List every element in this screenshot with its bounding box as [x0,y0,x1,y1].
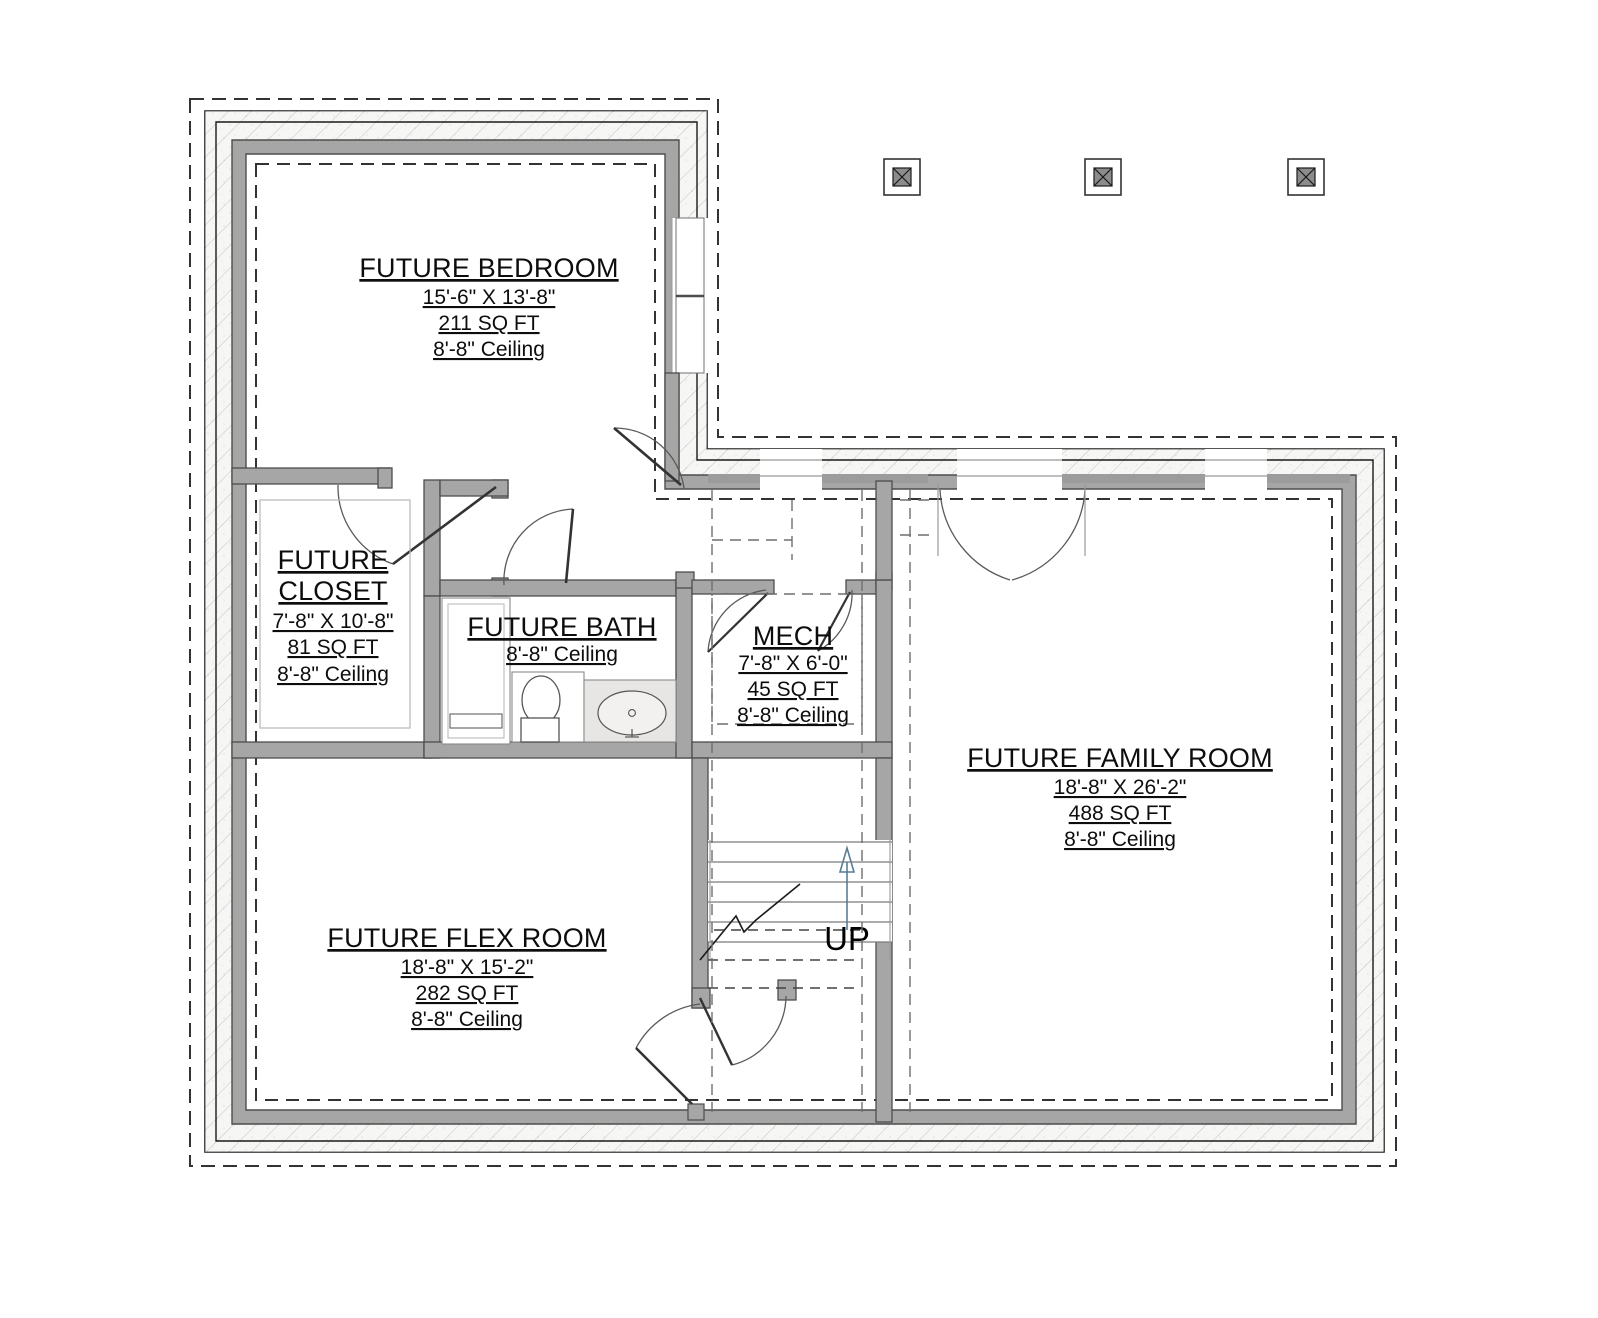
column-pier-symbol [1084,158,1122,196]
room-label-closet: FUTURE CLOSET 7'-8" X 10'-8" 81 SQ FT 8'… [273,545,394,686]
toilet-fixture [511,671,585,743]
interior-walls [231,372,893,1123]
room-label-bedroom: FUTURE BEDROOM 15'-6" X 13'-8" 211 SQ FT… [359,253,618,361]
room-ceiling: 8'-8" Ceiling [737,704,849,727]
door-family-double [937,484,1086,581]
room-ceiling: 8'-8" Ceiling [1064,828,1176,851]
room-area: 488 SQ FT [1069,802,1172,825]
room-area: 81 SQ FT [287,636,378,659]
closet-shelf [259,499,411,729]
door-stair-bottom [698,995,787,1066]
door-swings [337,427,1086,1121]
room-dimensions: 18'-8" X 26'-2" [1054,776,1187,799]
room-title-line1: FUTURE [278,545,389,575]
window-header-strips [708,474,1350,483]
room-title: FUTURE BATH [467,612,656,642]
utility-dashed-lines [711,490,935,1112]
room-title: MECH [753,621,833,651]
room-label-family: FUTURE FAMILY ROOM 18'-8" X 26'-2" 488 S… [967,743,1273,851]
room-label-flex: FUTURE FLEX ROOM 18'-8" X 15'-2" 282 SQ … [327,923,606,1031]
door-bedroom [613,427,685,489]
window-bedroom-east [671,217,708,374]
room-ceiling: 8'-8" Ceiling [277,663,389,686]
stair-up-arrow [838,845,856,930]
room-title: FUTURE FLEX ROOM [327,923,606,953]
column-pier-symbol [1287,158,1325,196]
bath-fixtures [441,597,677,745]
room-label-mech: MECH 7'-8" X 6'-0" 45 SQ FT 8'-8" Ceilin… [737,621,849,727]
room-title-line2: CLOSET [278,576,387,606]
stair-up-label: UP [824,920,870,957]
door-mech-right [817,589,853,652]
door-bath [503,508,575,586]
room-title: FUTURE FAMILY ROOM [967,743,1273,773]
room-dimensions: 7'-8" X 10'-8" [273,610,394,633]
vanity-fixture [583,679,677,743]
slab-edge-dashed [255,163,1333,1101]
window-family-north-3 [1205,449,1267,493]
foundation-inner-edge [215,121,1374,1142]
room-ceiling: 8'-8" Ceiling [433,338,545,361]
column-pier-symbol [883,158,921,196]
mech-zone-dashed [711,593,863,725]
window-family-north-2 [957,449,1062,493]
room-label-bath: FUTURE BATH 8'-8" Ceiling [467,612,656,666]
column-symbols [883,158,1325,196]
room-area: 45 SQ FT [747,678,838,701]
room-ceiling: 8'-8" Ceiling [411,1008,523,1031]
room-title: FUTURE BEDROOM [359,253,618,283]
room-dimensions: 18'-8" X 15'-2" [401,956,534,979]
door-flex [635,1003,705,1121]
room-dimensions: 15'-6" X 13'-8" [423,286,556,309]
room-ceiling: 8'-8" Ceiling [506,643,618,666]
shower-fixture [441,597,511,745]
room-area: 282 SQ FT [416,982,519,1005]
window-family-north-1 [760,449,822,493]
door-mech-left [707,589,769,653]
room-dimensions: 7'-8" X 6'-0" [738,652,847,675]
footing-outline-outer [189,98,1397,1167]
room-area: 211 SQ FT [438,312,539,335]
stem-wall [231,139,1357,1125]
